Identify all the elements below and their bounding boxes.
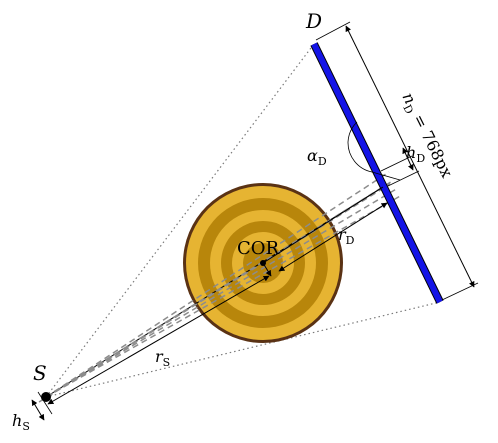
h-s-tick-1 xyxy=(37,391,53,415)
h-d-arrow xyxy=(402,147,414,171)
h-d-label: hD xyxy=(406,143,425,165)
h-d-tick-2 xyxy=(387,170,420,187)
h-s-label: hS xyxy=(12,411,30,433)
alpha-label: αD xyxy=(307,146,327,168)
r-d-label: rD xyxy=(338,225,355,247)
h-s-arrow xyxy=(31,399,45,421)
n-d-label: nD = 768px xyxy=(396,89,457,182)
r-s-arrow xyxy=(47,275,270,405)
source-label: S xyxy=(33,361,47,385)
fan-edge-top xyxy=(45,43,315,398)
detector-label: D xyxy=(305,9,322,33)
n-d-extension-top xyxy=(315,21,351,41)
alpha-angle-arc xyxy=(347,121,373,173)
alpha-ref-line xyxy=(371,171,401,181)
r-s-label: rS xyxy=(155,347,170,369)
cor-point xyxy=(260,260,266,266)
cor-label: COR xyxy=(237,238,280,259)
n-d-extension-bottom xyxy=(441,282,479,301)
source-point xyxy=(41,392,51,402)
